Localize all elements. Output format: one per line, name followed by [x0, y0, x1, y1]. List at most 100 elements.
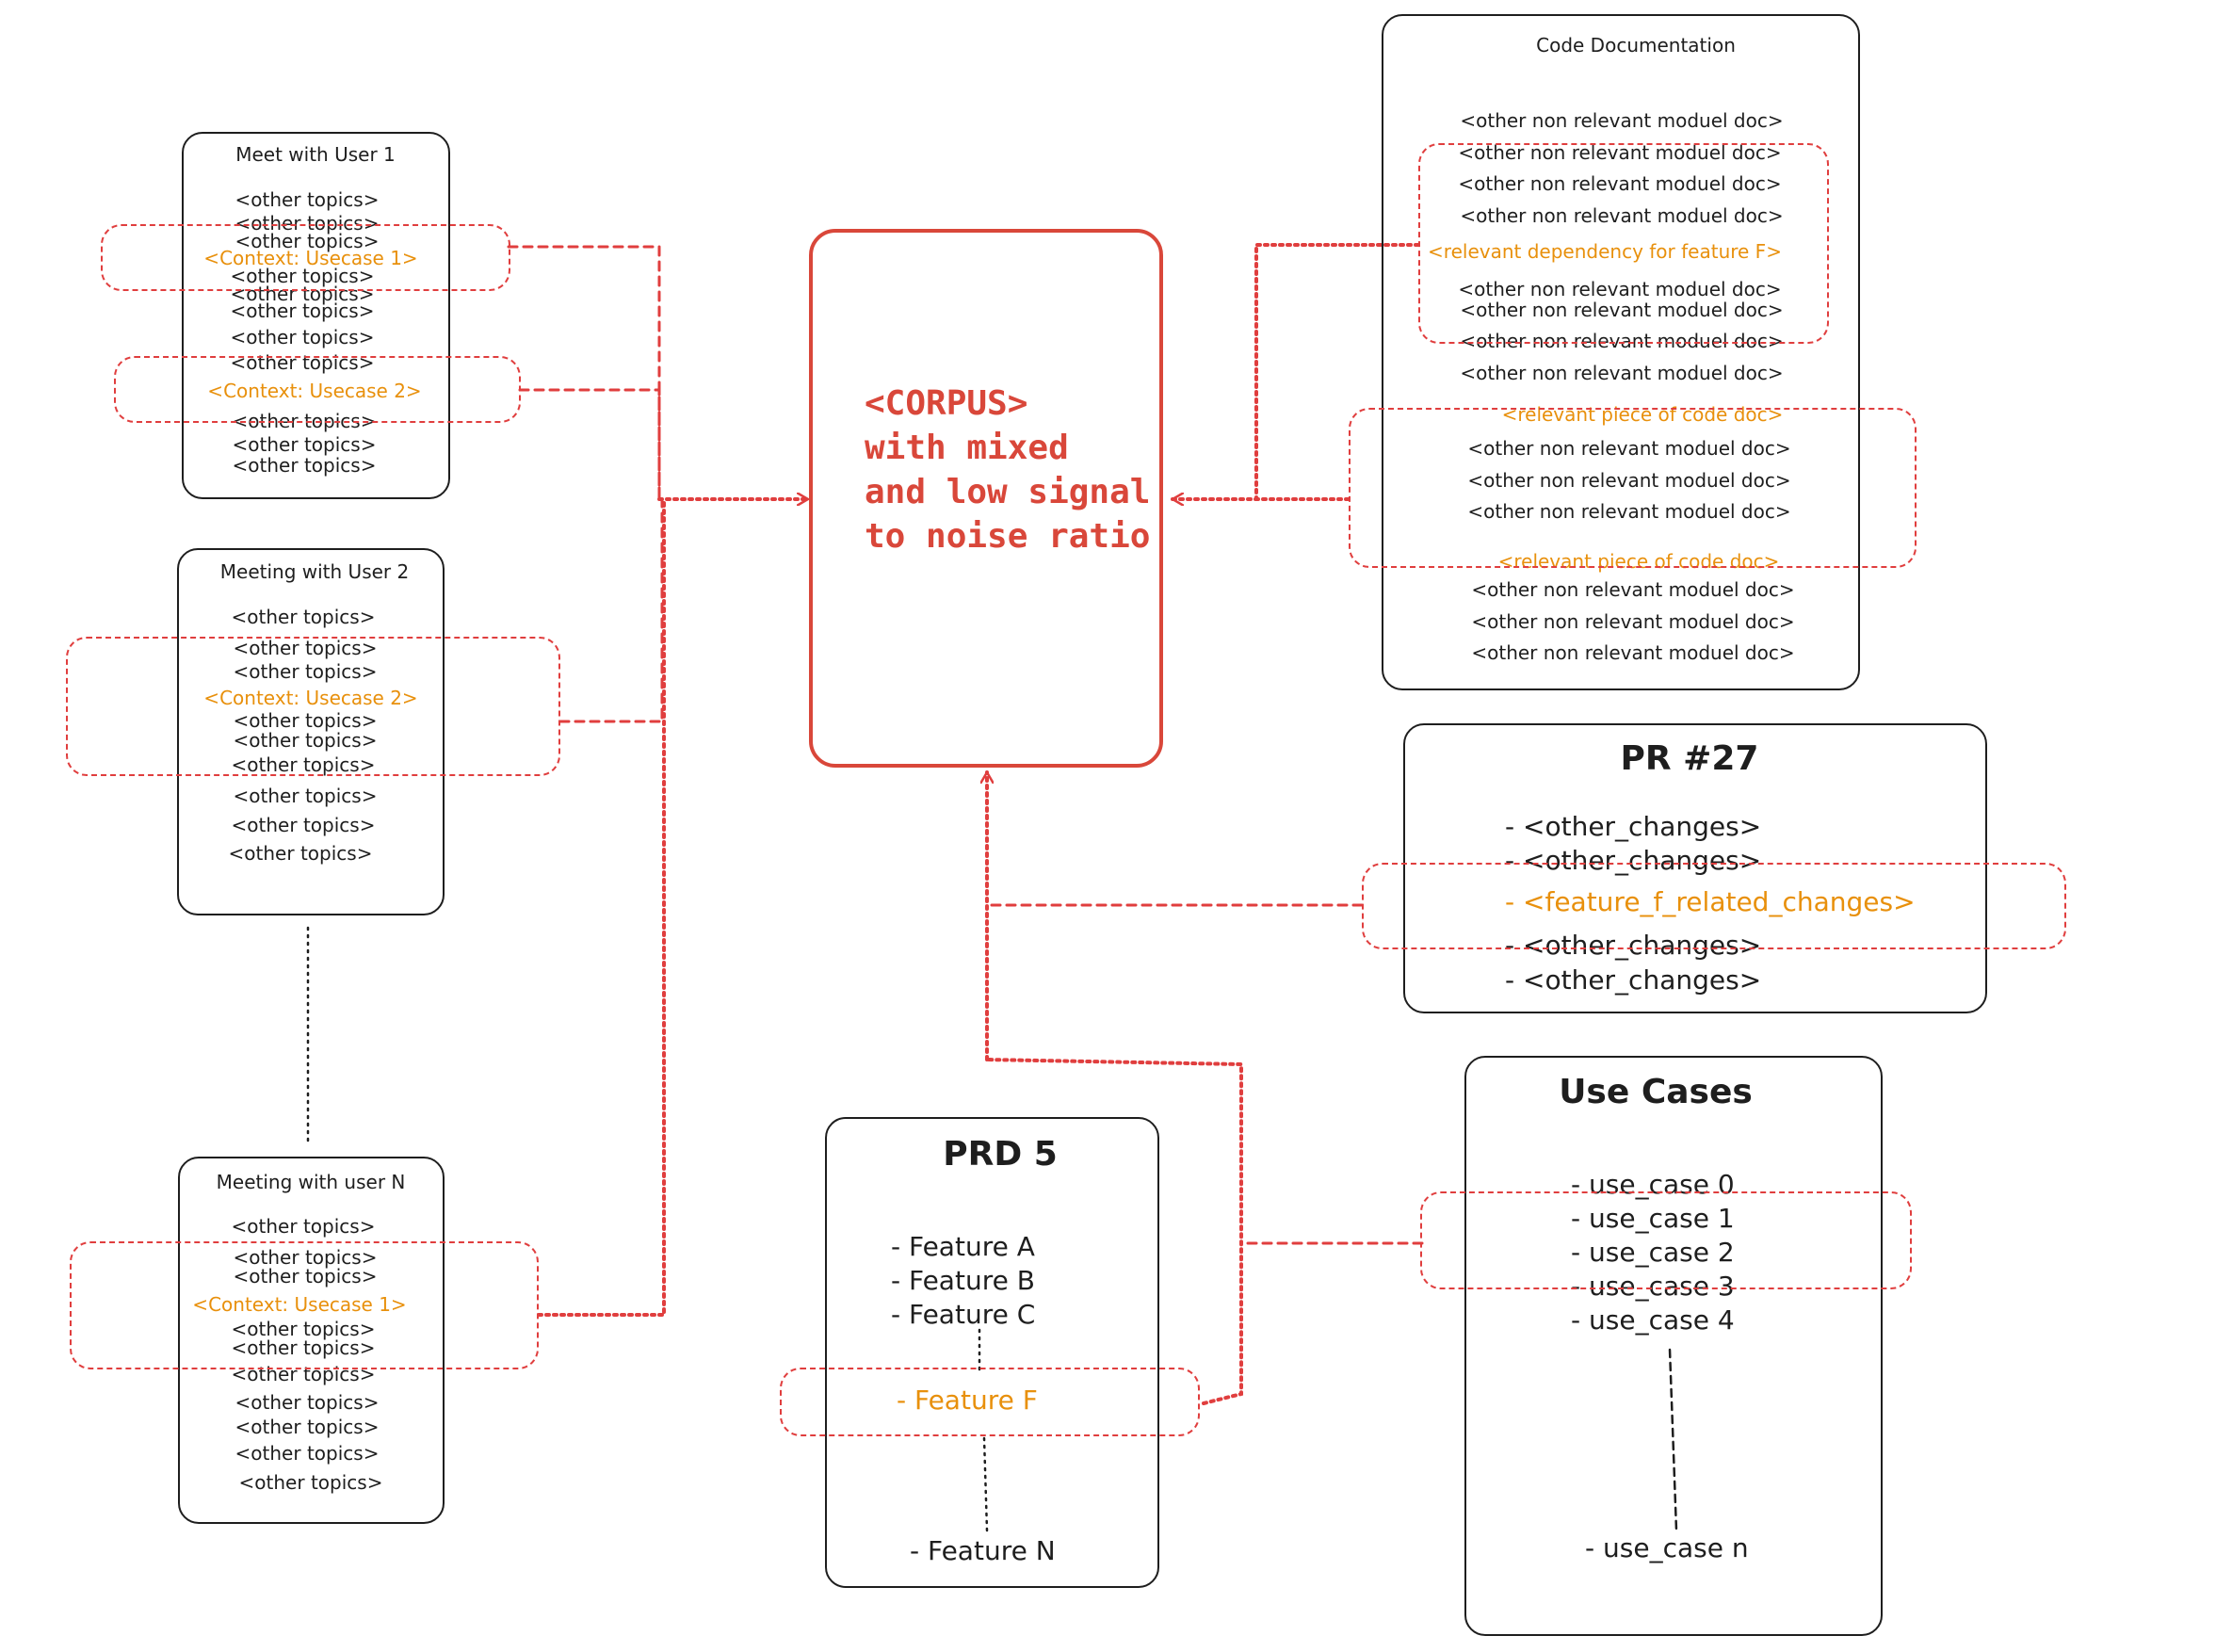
doc-line: <other non relevant moduel doc>: [1471, 578, 1795, 601]
topic-line: <other topics>: [233, 729, 378, 752]
topic-line: <other topics>: [230, 351, 375, 374]
topic-line: <other topics>: [231, 1336, 376, 1359]
corpus-line: with mixed: [865, 429, 1069, 467]
change-line: - <other_changes>: [1505, 845, 1762, 876]
topic-line: <other topics>: [231, 606, 376, 628]
use-cases-title: Use Cases: [1559, 1073, 1753, 1111]
doc-line: <other non relevant moduel doc>: [1458, 278, 1782, 300]
doc-line: <other non relevant moduel doc>: [1460, 204, 1784, 227]
doc-line: <other non relevant moduel doc>: [1460, 109, 1784, 132]
topic-line: <other topics>: [235, 1416, 380, 1438]
link-meeting1-uc2: [518, 388, 661, 501]
doc-line: <other non relevant moduel doc>: [1467, 469, 1791, 492]
highlight-usecase1: [70, 1241, 539, 1369]
change-line: - <other_changes>: [1505, 811, 1762, 842]
code-documentation-card: [1382, 14, 1860, 690]
use-case-line: - use_case 4: [1571, 1304, 1735, 1336]
topic-line: <other topics>: [230, 326, 375, 348]
corpus-box: [809, 229, 1163, 768]
topic-line: <other topics>: [232, 454, 377, 477]
highlight-feature-f-changes: [1362, 863, 2066, 949]
corpus-title: <CORPUS>: [865, 384, 1028, 423]
code-documentation-title: Code Documentation: [1536, 34, 1736, 57]
change-line: - <other_changes>: [1505, 930, 1762, 961]
use-case-line: - use_case 3: [1571, 1271, 1735, 1302]
context-usecase-line: <Context: Usecase 2>: [203, 687, 418, 709]
context-usecase-line: <Context: Usecase 1>: [192, 1293, 407, 1316]
topic-line: <other topics>: [235, 212, 380, 235]
meeting-user1-title: Meet with User 1: [235, 143, 396, 166]
feature-f-change-line: - <feature_f_related_changes>: [1505, 886, 1916, 917]
meeting-userN-card: [178, 1157, 445, 1524]
highlight-usecase2: [66, 637, 560, 776]
feature-f-line: - Feature F: [897, 1385, 1038, 1416]
highlight-relevant-code: [1349, 408, 1917, 568]
feature-line: - Feature C: [891, 1299, 1036, 1330]
doc-line: <other non relevant moduel doc>: [1460, 330, 1784, 352]
use-cases-card: [1464, 1056, 1883, 1636]
topic-line: <other topics>: [233, 709, 378, 732]
link-meeting2: [558, 497, 664, 723]
highlight-use-cases: [1420, 1191, 1912, 1289]
doc-line: <other non relevant moduel doc>: [1458, 141, 1782, 164]
topic-line: <other topics>: [231, 1215, 376, 1238]
link-meeting1-uc1: [507, 245, 661, 501]
topic-line: <other topics>: [235, 1442, 380, 1465]
feature-line: - Feature A: [891, 1231, 1035, 1262]
doc-line: <other non relevant moduel doc>: [1471, 641, 1795, 664]
relevant-code-doc-line: <relevant piece of code doc>: [1501, 403, 1784, 426]
topic-line: <other topics>: [233, 637, 378, 659]
topic-line: <other topics>: [233, 785, 378, 807]
topic-line: <other topics>: [235, 230, 380, 252]
pr-title: PR #27: [1620, 739, 1759, 778]
use-case-line: - use_case 1: [1571, 1203, 1735, 1234]
topic-line: <other topics>: [235, 188, 380, 211]
doc-line: <other non relevant moduel doc>: [1467, 437, 1791, 460]
meeting-user2-title: Meeting with User 2: [219, 560, 410, 583]
topic-line: <other topics>: [230, 300, 375, 322]
link-codedoc-dependency: [1254, 243, 1420, 501]
topic-line: <other topics>: [231, 1318, 376, 1340]
highlight-usecase2: [114, 356, 521, 423]
meeting-userN-title: Meeting with user N: [216, 1171, 406, 1193]
topic-line: <other topics>: [231, 1363, 376, 1385]
use-case-line: - use_case n: [1585, 1532, 1749, 1563]
feature-line: - Feature B: [891, 1265, 1035, 1296]
topic-line: <other topics>: [233, 1265, 378, 1288]
prd-card: [825, 1117, 1159, 1588]
relevant-dependency-line: <relevant dependency for feature F>: [1428, 240, 1782, 263]
corpus-line: to noise ratio: [865, 517, 1151, 556]
highlight-usecase1: [101, 224, 510, 291]
prd-continuation-bottom: [982, 1436, 989, 1532]
highlight-dependency: [1418, 143, 1829, 344]
topic-line: <other topics>: [231, 814, 376, 836]
use-case-line: - use_case 2: [1571, 1237, 1735, 1268]
topic-line: <other topics>: [238, 1471, 383, 1494]
doc-line: <other non relevant moduel doc>: [1467, 500, 1791, 523]
topic-line: <other topics>: [230, 265, 375, 287]
context-usecase-line: <Context: Usecase 2>: [207, 380, 422, 402]
prd-title: PRD 5: [943, 1135, 1058, 1174]
link-meetingN: [537, 497, 666, 1317]
topic-line: <other topics>: [232, 433, 377, 456]
topic-line: <other topics>: [231, 753, 376, 776]
topic-line: <other topics>: [233, 660, 378, 683]
highlight-feature-f: [780, 1368, 1200, 1436]
topic-line: <other topics>: [235, 1391, 380, 1414]
use-cases-continuation: [1668, 1348, 1678, 1532]
doc-line: <other non relevant moduel doc>: [1458, 172, 1782, 195]
change-line: - <other_changes>: [1505, 964, 1762, 996]
doc-line: <other non relevant moduel doc>: [1471, 610, 1795, 633]
link-prd-feature-f: [985, 1058, 1243, 1405]
context-usecase-line: <Context: Usecase 1>: [203, 247, 418, 269]
corpus-line: and low signal: [865, 473, 1151, 511]
feature-line: - Feature N: [910, 1535, 1056, 1566]
topic-line: <other topics>: [228, 842, 373, 865]
pr-card: [1403, 723, 1987, 1013]
meeting-user2-card: [177, 548, 445, 915]
doc-line: <other non relevant moduel doc>: [1460, 299, 1784, 321]
doc-line: <other non relevant moduel doc>: [1460, 362, 1784, 384]
meeting-user1-card: [182, 132, 450, 499]
topic-line: <other topics>: [233, 1246, 378, 1269]
